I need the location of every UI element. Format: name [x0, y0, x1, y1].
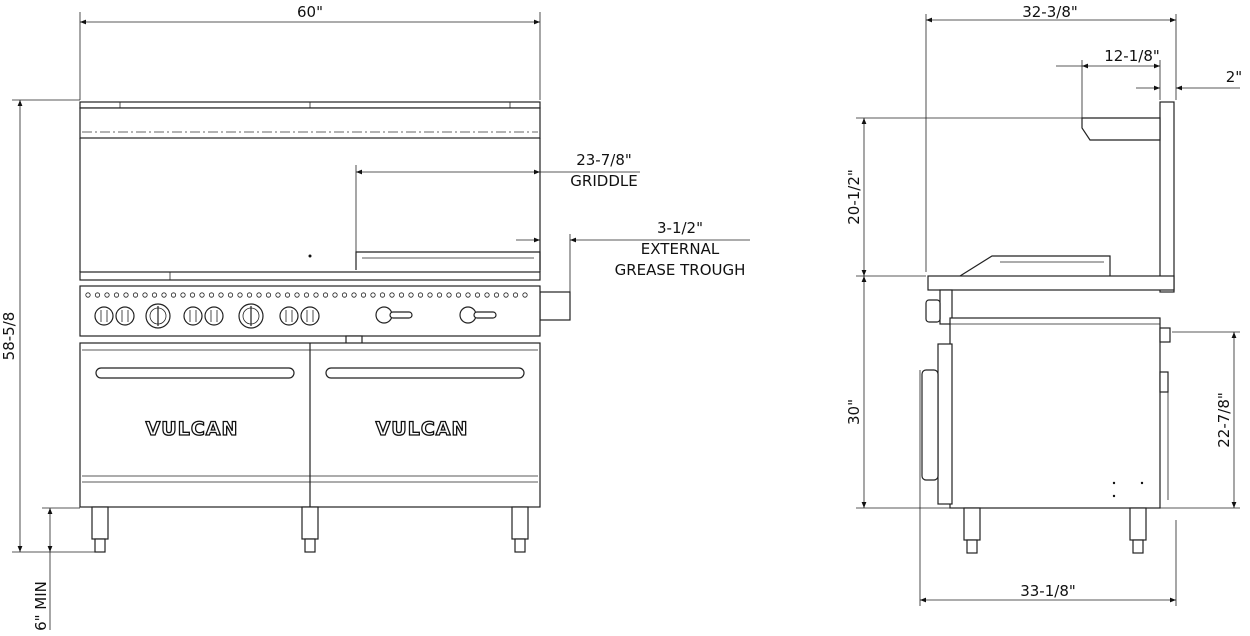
back-riser: [1159, 101, 1175, 293]
side-door-handle: [921, 369, 939, 481]
trough-label-external: EXTERNAL: [641, 240, 720, 258]
riser-height-dimension-label: 20-1/2": [845, 169, 863, 225]
panel-vent-holes: [85, 292, 528, 298]
side-view: 32-3/8" 12-1/8" 2" 20-1/2" 30" 22-7/8" 3…: [845, 3, 1242, 606]
griddle-dimension-label: 23-7/8": [576, 151, 632, 169]
side-knob: [925, 299, 941, 323]
front-view: 60" 58-5/8 6" MIN 23-7/8" GRIDDLE: [0, 3, 750, 631]
backsplash-dimension-label: 2": [1226, 68, 1242, 86]
right-oven-brand-logo: VULCAN: [376, 418, 469, 440]
height-dimension-label: 58-5/8: [0, 312, 18, 361]
griddle-label: GRIDDLE: [570, 172, 637, 190]
trough-dimension-label: 3-1/2": [657, 219, 703, 237]
side-legs: [963, 507, 1147, 554]
range-body: [949, 317, 1161, 509]
griddle-profile: [959, 255, 1111, 277]
front-legs: [91, 506, 529, 553]
work-height-dimension-label: 30": [845, 399, 863, 425]
left-oven-handle: [95, 367, 295, 379]
left-oven-brand-logo: VULCAN: [146, 418, 239, 440]
depth-top-dimension-label: 32-3/8": [1022, 3, 1078, 21]
depth-bottom-dimension-label: 33-1/8": [1020, 582, 1076, 600]
grease-trough: [539, 291, 571, 321]
control-knobs: [94, 303, 497, 329]
shelf-depth-dimension-label: 12-1/8": [1104, 47, 1160, 65]
side-height-dimension-label: 22-7/8": [1215, 392, 1233, 448]
trough-label-grease-trough: GREASE TROUGH: [615, 261, 746, 279]
right-oven-handle: [325, 367, 525, 379]
leg-dimension-label: 6" MIN: [32, 581, 50, 631]
width-dimension-label: 60": [297, 3, 323, 21]
overshelf: [1081, 117, 1161, 141]
